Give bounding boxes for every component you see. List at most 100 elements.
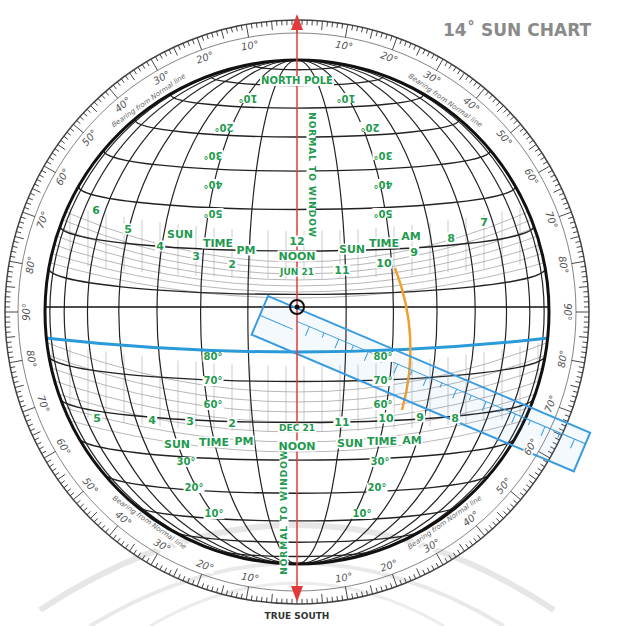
ring-tick bbox=[30, 193, 35, 195]
ring-tick bbox=[312, 20, 313, 25]
ring-tick bbox=[381, 586, 382, 591]
sun-hour-line bbox=[268, 231, 269, 279]
ring-tick bbox=[381, 33, 382, 38]
ring-tick bbox=[497, 106, 503, 112]
ring-tick bbox=[117, 82, 120, 86]
ring-tick bbox=[579, 366, 584, 368]
chart-label: 20° bbox=[378, 558, 400, 574]
chart-label: 3 bbox=[191, 251, 201, 262]
ring-tick bbox=[251, 595, 253, 600]
ring-tick bbox=[9, 360, 22, 362]
ring-tick bbox=[261, 22, 263, 27]
ruler-tick bbox=[499, 408, 501, 413]
ring-tick bbox=[478, 535, 481, 539]
ring-tick bbox=[169, 50, 171, 54]
ring-tick bbox=[155, 57, 157, 61]
chart-label: PM bbox=[233, 436, 254, 447]
ring-tick bbox=[474, 82, 477, 86]
chart-label: 50° bbox=[494, 128, 514, 150]
ring-tick bbox=[497, 512, 503, 518]
ring-tick bbox=[9, 266, 14, 268]
ring-tick bbox=[102, 525, 105, 529]
ring-tick bbox=[251, 24, 253, 29]
chart-label: 80° bbox=[556, 255, 569, 276]
chart-label: 60° bbox=[373, 400, 394, 410]
ring-tick bbox=[570, 385, 579, 387]
ring-tick bbox=[77, 120, 81, 123]
ring-tick bbox=[489, 95, 492, 99]
ring-tick bbox=[496, 518, 499, 522]
ring-tick bbox=[202, 583, 204, 588]
ring-tick bbox=[61, 140, 65, 143]
ring-tick bbox=[221, 30, 223, 39]
ring-tick bbox=[357, 26, 358, 31]
ring-tick bbox=[579, 336, 588, 338]
ring-tick bbox=[351, 594, 353, 599]
ruler-tick bbox=[364, 352, 368, 361]
ring-tick bbox=[58, 474, 65, 479]
ring-tick bbox=[489, 525, 492, 529]
ruler-tick bbox=[512, 414, 516, 423]
chart-label: 70° bbox=[543, 393, 559, 415]
ring-tick bbox=[64, 136, 68, 139]
ring-tick bbox=[52, 153, 56, 156]
ring-tick bbox=[579, 286, 588, 288]
bearing-ring bbox=[5, 20, 589, 604]
chart-label: 4 bbox=[147, 415, 157, 426]
ring-tick bbox=[485, 529, 488, 533]
ring-tick bbox=[572, 360, 585, 362]
ring-tick bbox=[476, 526, 484, 536]
ruler-tick bbox=[352, 345, 354, 350]
ring-tick bbox=[583, 332, 588, 333]
chart-label: 5 bbox=[92, 413, 102, 424]
chart-label: 90° bbox=[22, 302, 32, 322]
ring-tick bbox=[523, 132, 527, 135]
ring-tick bbox=[12, 246, 17, 247]
chart-label: 60° bbox=[203, 400, 224, 410]
ring-tick bbox=[70, 128, 74, 131]
ring-tick bbox=[6, 336, 15, 338]
ring-tick bbox=[26, 203, 31, 205]
ring-tick bbox=[526, 136, 530, 139]
ring-tick bbox=[485, 92, 488, 96]
chart-label: 7 bbox=[479, 217, 489, 228]
ring-tick bbox=[581, 351, 586, 353]
ring-tick bbox=[317, 21, 318, 26]
ring-tick bbox=[386, 34, 388, 39]
chart-label: 12 bbox=[288, 236, 305, 247]
ruler-tick bbox=[335, 339, 339, 348]
ring-tick bbox=[466, 544, 469, 548]
ring-tick bbox=[246, 587, 248, 600]
ring-tick bbox=[18, 227, 23, 228]
ring-tick bbox=[15, 236, 24, 238]
chart-label: 80° bbox=[203, 352, 224, 362]
ring-tick bbox=[362, 27, 363, 32]
ring-tick bbox=[5, 301, 10, 302]
pivot-dot bbox=[295, 305, 300, 310]
ring-tick bbox=[8, 351, 13, 353]
ring-tick bbox=[276, 21, 277, 26]
ring-tick bbox=[376, 588, 377, 593]
ring-tick bbox=[121, 79, 124, 83]
chart-label: 20° bbox=[194, 558, 216, 574]
ring-tick bbox=[392, 574, 396, 586]
sun-hour-line bbox=[142, 357, 143, 425]
ring-tick bbox=[207, 34, 209, 39]
chart-label: AM bbox=[400, 231, 421, 242]
chart-label: 20° bbox=[184, 483, 205, 493]
ring-tick bbox=[390, 583, 392, 588]
chart-label: 40° bbox=[203, 179, 224, 189]
ruler-tick bbox=[528, 420, 530, 425]
ring-tick bbox=[559, 193, 564, 195]
ring-tick bbox=[345, 24, 347, 37]
ring-tick bbox=[582, 281, 587, 283]
chart-label: 70° bbox=[373, 376, 394, 386]
ring-tick bbox=[405, 41, 407, 46]
ring-tick bbox=[409, 43, 411, 48]
ring-tick bbox=[226, 590, 227, 595]
ring-tick bbox=[47, 460, 51, 463]
ring-tick bbox=[256, 596, 258, 601]
ring-tick bbox=[423, 50, 425, 54]
ring-tick bbox=[246, 24, 248, 37]
ring-tick bbox=[529, 481, 533, 484]
